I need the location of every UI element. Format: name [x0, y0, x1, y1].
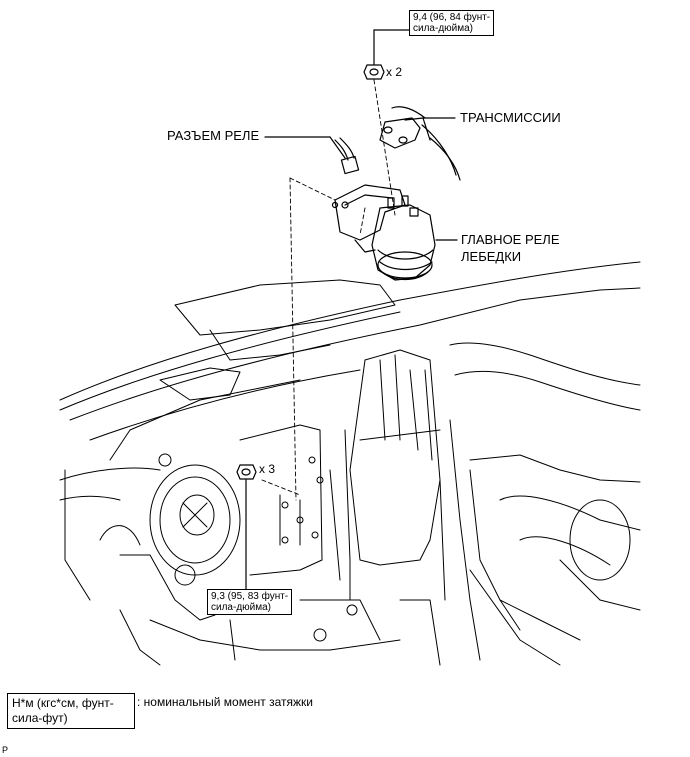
nut-top-icon — [363, 64, 385, 80]
winch-main-relay — [331, 184, 436, 281]
relay-connector-icon — [334, 137, 360, 175]
legend-unit-line2: сила-фут) — [12, 711, 68, 725]
legend-description: : номинальный момент затяжки — [137, 695, 313, 709]
torque-bottom-line1: 9,3 (95, 83 фунт- — [211, 591, 289, 602]
dashed-guides — [261, 79, 396, 501]
corner-mark: P — [2, 745, 9, 755]
torque-bottom-line2: сила-дюйма) — [211, 602, 271, 613]
label-transmission: ТРАНСМИССИИ — [460, 110, 561, 125]
torque-spec-top: 9,4 (96, 84 фунт- сила-дюйма) — [409, 10, 495, 36]
label-winch-relay-line2: ЛЕБЕДКИ — [461, 249, 522, 264]
torque-top-line1: 9,4 (96, 84 фунт- — [413, 12, 491, 23]
label-winch-relay-line1: ГЛАВНОЕ РЕЛЕ — [461, 232, 560, 247]
vehicle-body-outline — [59, 261, 641, 666]
legend-unit-box: Н*м (кгс*см, фунт- сила-фут) — [7, 693, 135, 729]
quantity-bottom: x 3 — [259, 462, 276, 476]
nut-bottom-icon — [236, 464, 257, 480]
transmission-bracket — [379, 106, 461, 181]
torque-spec-bottom: 9,3 (95, 83 фунт- сила-дюйма) — [207, 589, 293, 615]
label-relay-connector: РАЗЪЕМ РЕЛЕ — [167, 128, 260, 143]
torque-top-line2: сила-дюйма) — [413, 23, 473, 34]
quantity-top: x 2 — [386, 65, 403, 79]
legend-unit-line1: Н*м (кгс*см, фунт- — [12, 696, 114, 710]
